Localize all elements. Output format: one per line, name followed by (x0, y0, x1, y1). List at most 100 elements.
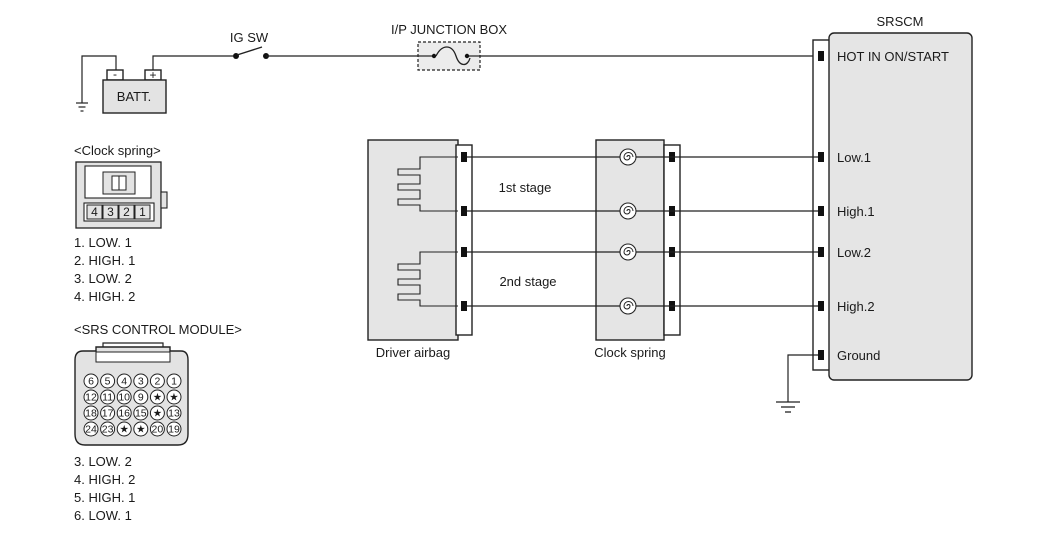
srs-pin-label: 3 (138, 376, 144, 388)
srscm-terminal-low1: Low.1 (837, 150, 871, 165)
airbag-label: Driver airbag (376, 345, 450, 360)
srs-pin-label: 9 (138, 392, 144, 404)
battery-ground-symbol (76, 102, 88, 112)
clock-spring-coils (619, 148, 637, 315)
srs-pin-cavity (83, 421, 99, 437)
srscm-terminal-ground: Ground (837, 348, 880, 363)
driver-airbag: Driver airbag (367, 139, 473, 360)
srs-pin-cavity (83, 389, 99, 405)
srs-pin-cavity (100, 373, 116, 389)
srs-pin-cavity (166, 373, 182, 389)
clock-legend-2: 2. HIGH. 1 (74, 253, 135, 268)
srs-pin-cavity (133, 421, 149, 437)
clock-spring-connector: <Clock spring> 4 3 2 1 1. LOW. 1 2. HIGH… (74, 143, 168, 304)
battery-to-ig-wire (152, 55, 233, 70)
srs-pin-cavity (166, 389, 182, 405)
clock-legend-4: 4. HIGH. 2 (74, 289, 135, 304)
srscm-terminal-hot: HOT IN ON/START (837, 49, 949, 64)
srs-legend-4: 6. LOW. 1 (74, 508, 132, 523)
clock-connector-pins: 4 3 2 1 (86, 204, 151, 220)
srs-pin-cavity (116, 389, 132, 405)
srs-pin-label: ★ (119, 424, 129, 436)
srs-pin-label: 10 (118, 392, 130, 404)
srs-pin-label: 24 (85, 424, 97, 436)
srs-pin-label: 17 (102, 408, 114, 420)
clock-legend-1: 1. LOW. 1 (74, 235, 132, 250)
fuse-icon (418, 46, 480, 66)
srs-pin-label: 23 (102, 424, 114, 436)
srs-pin-cavity (100, 389, 116, 405)
power-circuit: BATT. - + IG SW I/P JUNCTION BOX (76, 22, 822, 114)
srscm-pin-high1 (818, 206, 824, 216)
srs-pin-cavity (166, 405, 182, 421)
junction-box-label: I/P JUNCTION BOX (391, 22, 507, 37)
squib-icon-stage2 (397, 251, 458, 307)
srs-legend-1: 3. LOW. 2 (74, 454, 132, 469)
srscm-pin-low2 (818, 247, 824, 257)
srs-pin-label: 13 (168, 408, 180, 420)
battery (102, 79, 167, 114)
srs-pin-label: 1 (171, 376, 177, 388)
clock-spring-connector-strip (663, 144, 681, 336)
airbag-pin-4 (461, 301, 467, 311)
srs-pin-cavity (133, 405, 149, 421)
srs-pin-label: 2 (154, 376, 160, 388)
srscm-pin-high2 (818, 301, 824, 311)
srs-pin-cavity (149, 421, 165, 437)
clock-pin-cell (86, 204, 103, 220)
srs-pin-cavity (133, 389, 149, 405)
srs-pin-label: 6 (88, 376, 94, 388)
srs-pin-label: ★ (153, 392, 163, 404)
coil-icon-2 (619, 202, 637, 220)
airbag-connector-strip (455, 144, 473, 336)
airbag-pin-3 (461, 247, 467, 257)
srs-legend-3: 5. HIGH. 1 (74, 490, 135, 505)
srscm-body (828, 32, 973, 381)
clock-pin-2: 2 (123, 205, 130, 219)
battery-ground-wire (81, 55, 117, 103)
srs-pin-cavity (116, 421, 132, 437)
srs-legend-2: 4. HIGH. 2 (74, 472, 135, 487)
stage2-label: 2nd stage (499, 274, 556, 289)
srs-pin-label: 11 (102, 392, 113, 404)
ig-sw-label: IG SW (230, 30, 269, 45)
srs-pin-label: 5 (105, 376, 111, 388)
srscm-terminal-high2: High.2 (837, 299, 875, 314)
srs-pin-label: 20 (152, 424, 164, 436)
srs-pin-cavity (133, 373, 149, 389)
srs-pin-cavity (83, 405, 99, 421)
battery-label: BATT. (117, 89, 151, 104)
srs-pin-label: 15 (135, 408, 147, 420)
clock-legend-3: 3. LOW. 2 (74, 271, 132, 286)
srs-pin-cavity (100, 421, 116, 437)
srscm-ground-symbol (776, 401, 800, 413)
srscm-pin-low1 (818, 152, 824, 162)
airbag-body (367, 139, 459, 341)
battery-minus-sign: - (113, 67, 117, 81)
coil-icon-4 (619, 297, 637, 315)
srscm-terminal-high1: High.1 (837, 204, 875, 219)
srs-pin-cavity (100, 405, 116, 421)
srs-pin-label: 19 (168, 424, 180, 436)
srs-pin-cavity (116, 405, 132, 421)
srs-pin-label: 4 (121, 376, 127, 388)
clock-connector-title: <Clock spring> (74, 143, 161, 158)
srs-pin-label: 16 (118, 408, 130, 420)
srscm-pin-hot (818, 51, 824, 61)
airbag-pin-1 (461, 152, 467, 162)
airbag-pin-2 (461, 206, 467, 216)
ignition-switch (233, 46, 269, 59)
srs-pin-cavity (116, 373, 132, 389)
srscm-title: SRSCM (877, 14, 924, 29)
srscm-terminal-low2: Low.2 (837, 245, 871, 260)
clock-pin-cell (118, 204, 135, 220)
srs-pin-label: 12 (85, 392, 97, 404)
srs-pin-label: 18 (85, 408, 97, 420)
clock-pin-4: 4 (91, 205, 98, 219)
srs-pin-cavity (149, 373, 165, 389)
clock-pin-cell (102, 204, 119, 220)
clock-spring-label: Clock spring (594, 345, 666, 360)
clock-spring-unit: Clock spring (594, 139, 681, 360)
